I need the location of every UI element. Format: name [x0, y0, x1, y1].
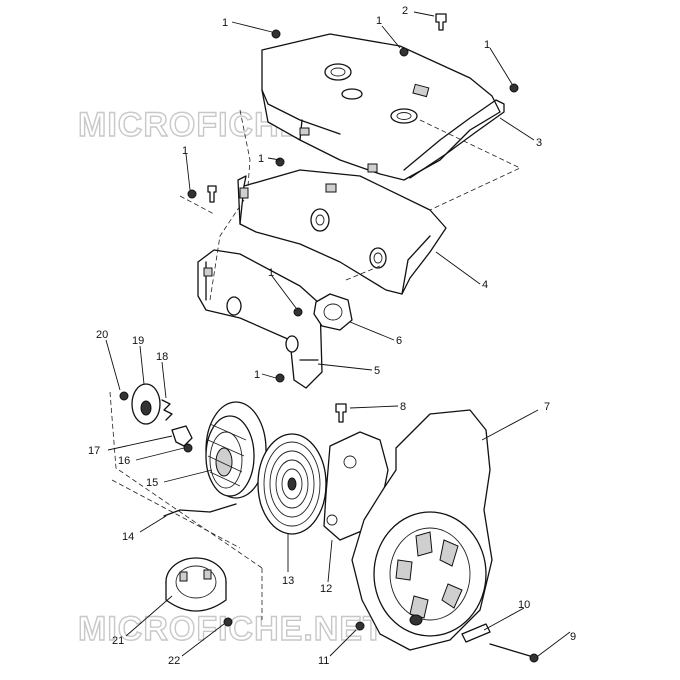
fan-housing	[351, 409, 493, 651]
callout-21: 21	[112, 635, 124, 647]
callout-13: 13	[282, 575, 294, 587]
callout-5: 5	[374, 365, 380, 377]
bolt-icon	[399, 47, 409, 57]
alignment-lines	[109, 109, 521, 620]
recoil-spring	[257, 433, 327, 535]
callout-1: 1	[254, 369, 260, 381]
callout-6: 6	[396, 335, 402, 347]
callout-10: 10	[518, 599, 530, 611]
callout-3: 3	[536, 137, 542, 149]
callout-16: 16	[118, 455, 130, 467]
pawl	[171, 425, 193, 453]
callout-15: 15	[146, 477, 158, 489]
leader-lines	[105, 11, 571, 657]
callout-2: 2	[402, 5, 408, 17]
callout-1: 1	[268, 267, 274, 279]
bolt-icon	[271, 29, 281, 39]
bolt-icon	[293, 307, 303, 317]
starter-rope	[163, 503, 237, 517]
long-bolt	[489, 643, 539, 663]
callout-labels: 1 1 2 1 3 1 1 4 1 6 1 5 20 19 18 8 7 17 …	[88, 5, 576, 667]
callout-1: 1	[222, 17, 228, 29]
starter-pulley	[205, 401, 267, 499]
callout-1: 1	[182, 145, 188, 157]
callout-17: 17	[88, 445, 100, 457]
pawl-plate	[131, 383, 161, 425]
starter-cup	[165, 557, 227, 612]
bolt-icon	[275, 373, 285, 383]
bolt-icon	[187, 189, 197, 199]
bolt-icon	[335, 403, 347, 423]
callout-7: 7	[544, 401, 550, 413]
bolts	[119, 13, 519, 631]
callout-18: 18	[156, 351, 168, 363]
callout-1: 1	[258, 153, 264, 165]
callout-14: 14	[122, 531, 134, 543]
pawl-spring	[161, 399, 173, 421]
spacer	[461, 623, 491, 643]
bolt-icon	[435, 13, 447, 31]
bolt-icon	[223, 617, 233, 627]
callout-9: 9	[570, 631, 576, 643]
side-shroud	[197, 249, 323, 389]
callout-11: 11	[318, 655, 329, 667]
gasket	[313, 293, 353, 331]
callout-1: 1	[484, 39, 490, 51]
callout-8: 8	[400, 401, 406, 413]
upper-shroud	[261, 33, 505, 181]
callout-20: 20	[96, 329, 108, 341]
bolt-icon	[207, 185, 217, 203]
callout-22: 22	[168, 655, 180, 667]
bolt-icon	[355, 621, 365, 631]
bolt-icon	[509, 83, 519, 93]
watermark-bottom: MICROFICHE.NET	[78, 610, 385, 648]
bolt-icon	[119, 391, 129, 401]
lower-shroud	[237, 169, 447, 295]
callout-19: 19	[132, 335, 144, 347]
callout-4: 4	[482, 279, 488, 291]
callout-1: 1	[376, 15, 382, 27]
callout-12: 12	[320, 583, 332, 595]
